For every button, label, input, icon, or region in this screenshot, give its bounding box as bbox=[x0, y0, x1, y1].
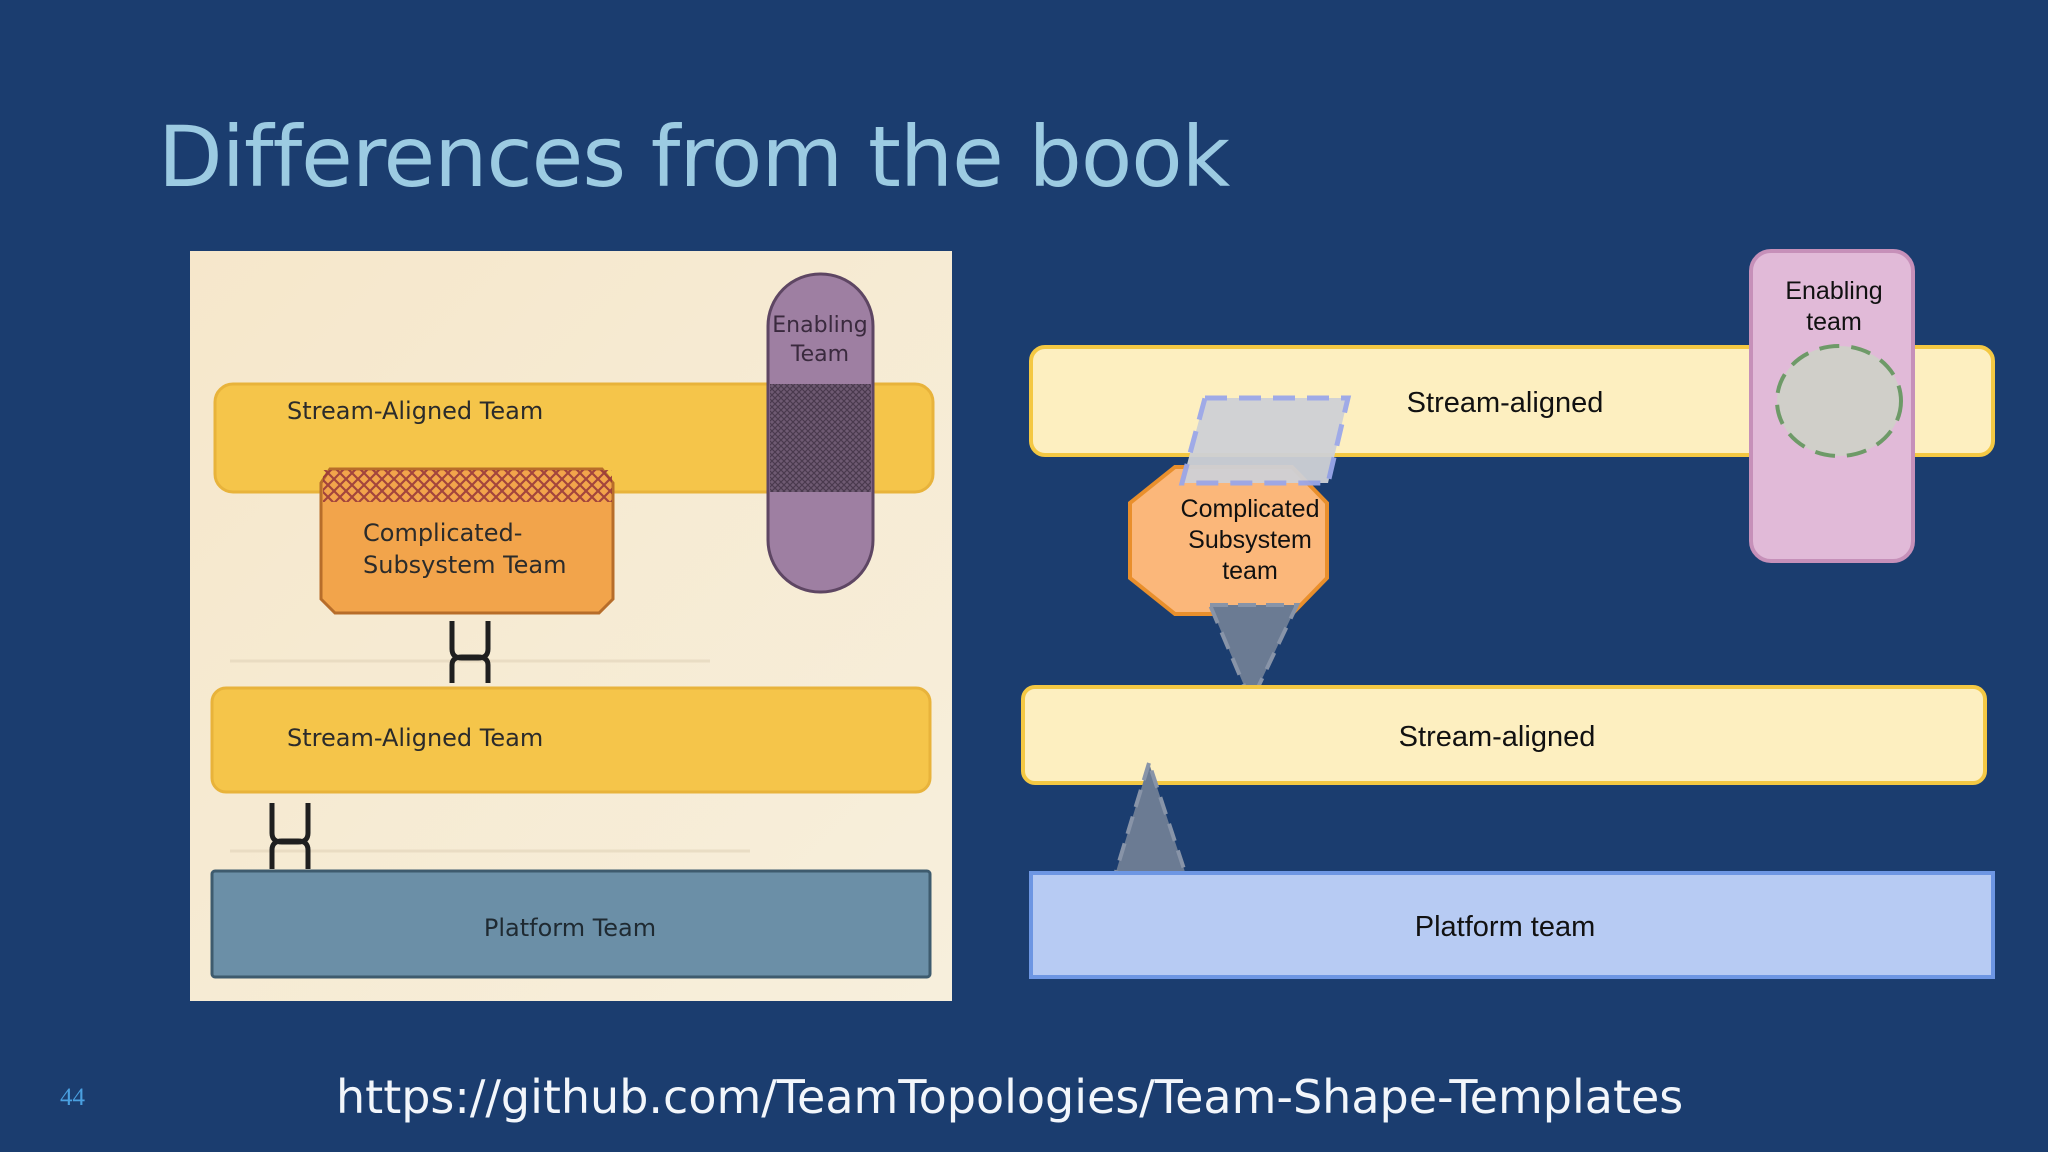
book-complicated-label-line2: Subsystem Team bbox=[363, 551, 567, 579]
enabling-facilitation-circle bbox=[1775, 344, 1903, 458]
book-enabling-label-line2: Team bbox=[790, 342, 849, 367]
footer-url-link[interactable]: https://github.com/TeamTopologies/Team-S… bbox=[336, 1070, 1684, 1124]
enabling-label-line2: team bbox=[1806, 308, 1862, 336]
book-xaas-connector-2 bbox=[269, 803, 311, 869]
book-figure-svg: Stream-Aligned Team Complicated- Subsyst… bbox=[190, 251, 952, 1001]
complicated-label-line3: team bbox=[1222, 557, 1278, 585]
complicated-label-line1: Complicated bbox=[1181, 495, 1320, 523]
template-diagram-svg: Stream-aligned Complicated Subsystem tea… bbox=[1021, 249, 1995, 979]
xaas-triangle-down bbox=[1206, 603, 1301, 707]
page-number: 44 bbox=[60, 1084, 85, 1111]
book-platform-team bbox=[210, 869, 932, 979]
book-platform-label: Platform Team bbox=[484, 914, 656, 942]
book-figure-photo: Stream-Aligned Team Complicated- Subsyst… bbox=[190, 251, 952, 1001]
complicated-overlap-interaction bbox=[1178, 395, 1352, 486]
book-stream-aligned-bottom bbox=[210, 686, 932, 794]
slide-title: Differences from the book bbox=[158, 108, 1230, 206]
complicated-label-line2: Subsystem bbox=[1188, 526, 1312, 554]
platform-team bbox=[1029, 871, 1995, 979]
enabling-label-line1: Enabling bbox=[1785, 277, 1882, 305]
book-complicated-overlap-hatch bbox=[323, 470, 612, 502]
stream-aligned-top-label: Stream-aligned bbox=[1407, 387, 1604, 419]
book-stream-aligned-top-label: Stream-Aligned Team bbox=[287, 397, 543, 425]
platform-label: Platform team bbox=[1415, 911, 1596, 943]
stream-aligned-bottom bbox=[1021, 685, 1987, 785]
template-diagram: Stream-aligned Complicated Subsystem tea… bbox=[1015, 245, 2015, 990]
book-stream-aligned-bottom-label: Stream-Aligned Team bbox=[287, 724, 543, 752]
book-complicated-label-line1: Complicated- bbox=[363, 519, 522, 547]
book-xaas-connector-1 bbox=[449, 621, 491, 683]
stream-aligned-bottom-label: Stream-aligned bbox=[1399, 721, 1596, 753]
book-enabling-label-line1: Enabling bbox=[772, 313, 867, 338]
book-enabling-overlap-mesh bbox=[770, 384, 871, 492]
